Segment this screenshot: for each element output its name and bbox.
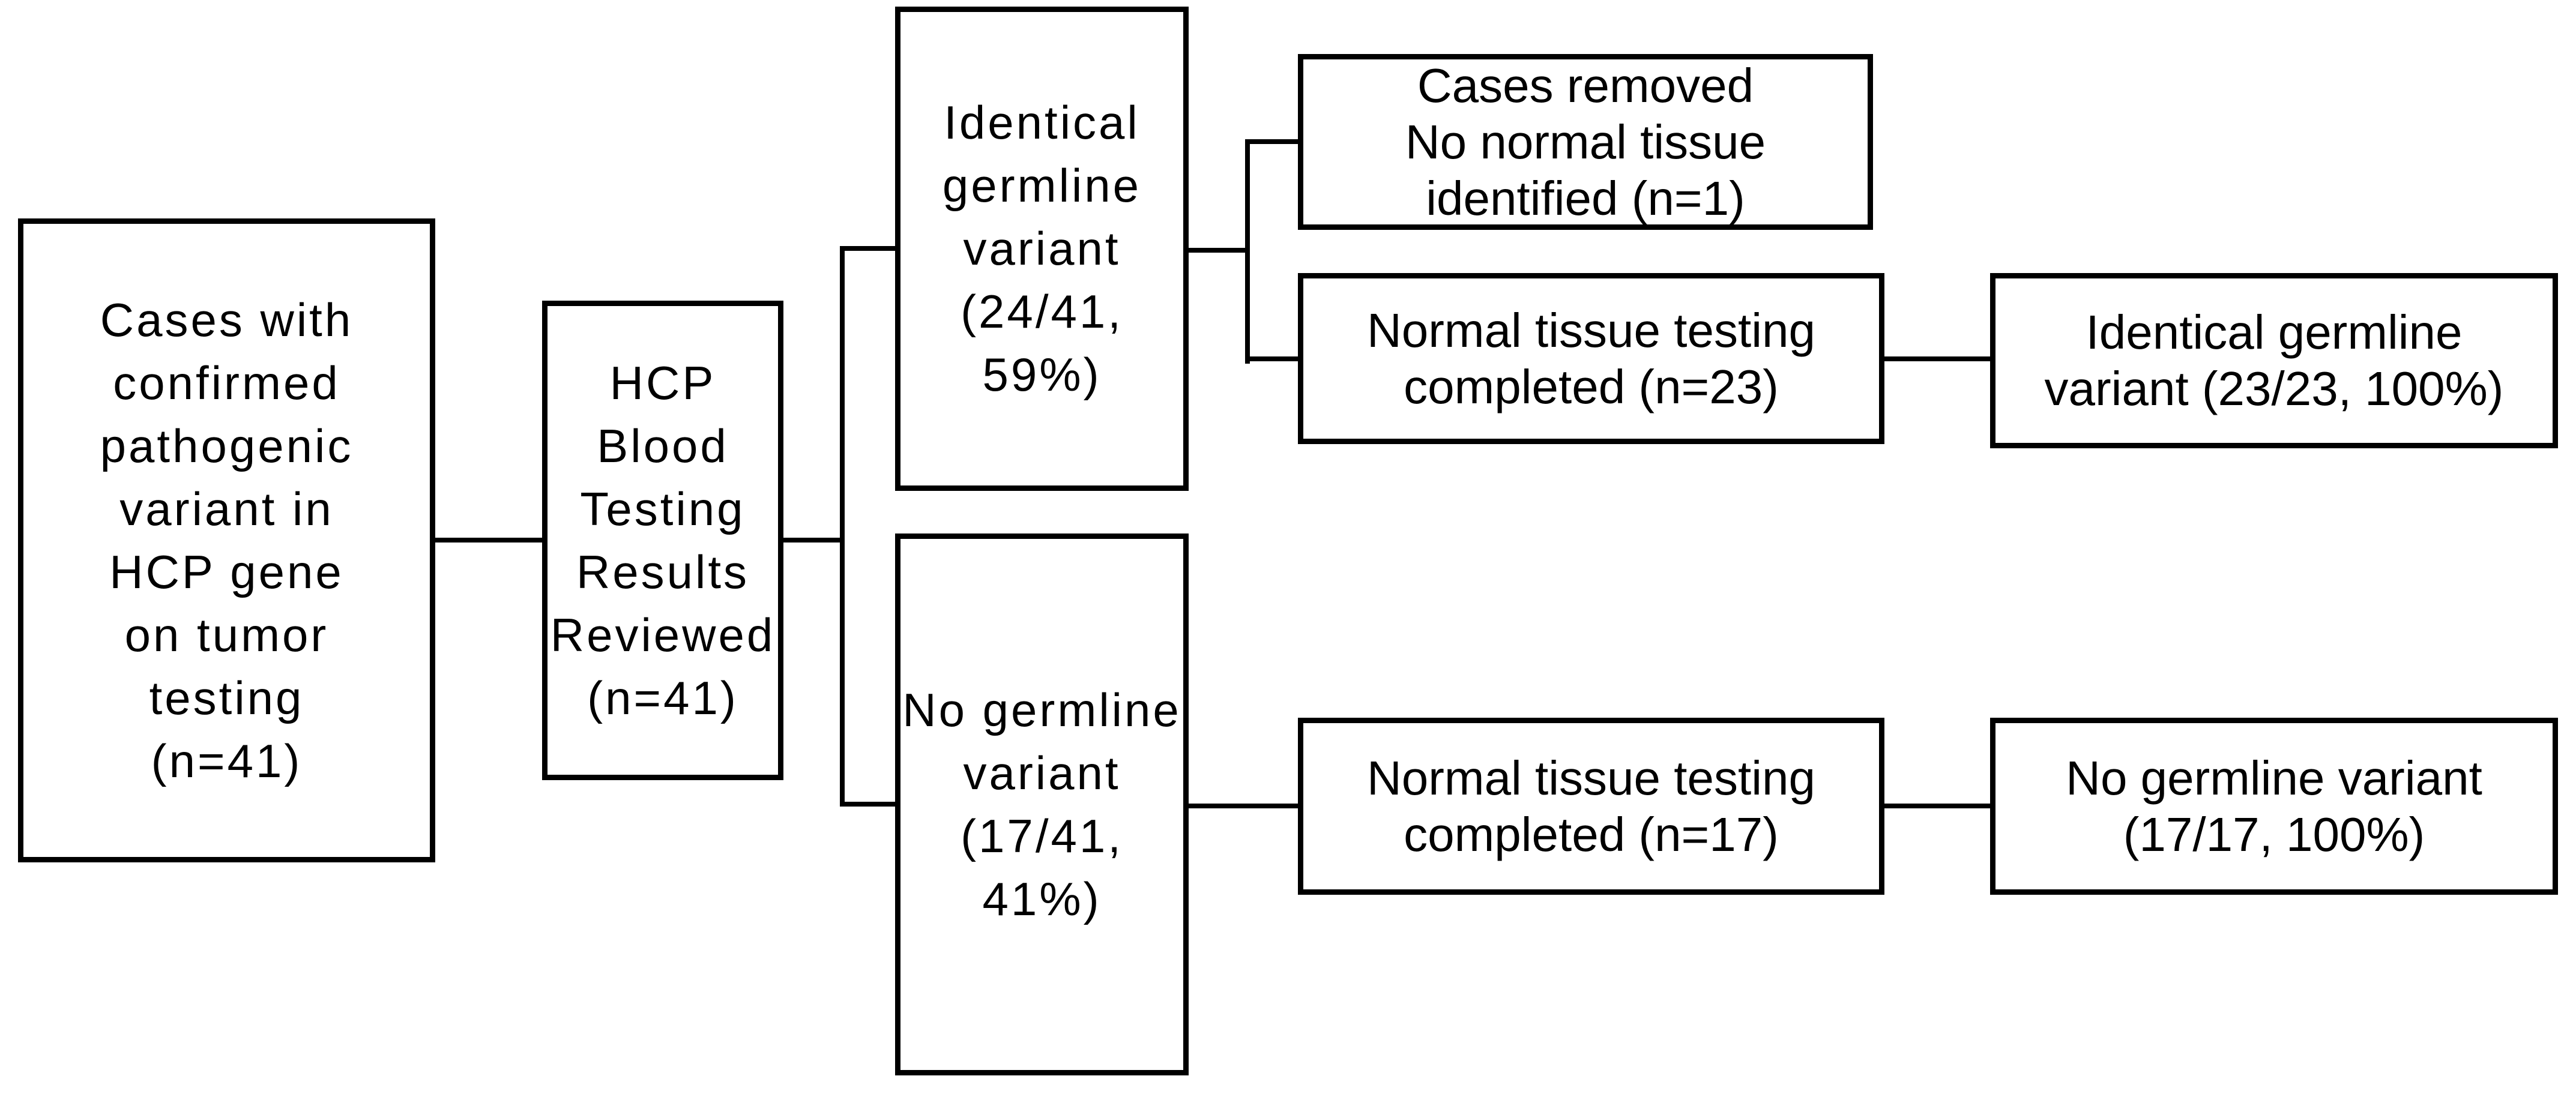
node-normal-tissue-testing-n17-label: Normal tissue testing completed (n=17) [1367, 751, 1815, 861]
node-identical-germline-confirmed-label: Identical germline variant (23/23, 100%) [2044, 305, 2504, 415]
edge-branch-to-cases-removed [1245, 139, 1303, 144]
node-no-germline-variant-label: No germline variant (17/41, 41%) [902, 683, 1181, 925]
node-hcp-blood-testing-reviewed: HCP Blood Testing Results Reviewed (n=41… [542, 301, 783, 780]
node-no-germline-confirmed-label: No germline variant (17/17, 100%) [2066, 751, 2482, 861]
edge-tissue-n23-to-identical-confirmed [1879, 356, 1993, 361]
node-cases-confirmed-tumor: Cases with confirmed pathogenic variant … [18, 218, 435, 862]
edge-branch-to-identical-variant [840, 246, 897, 251]
edge-identical-variant-to-branch [1185, 248, 1250, 253]
node-cases-confirmed-tumor-label: Cases with confirmed pathogenic variant … [100, 293, 354, 787]
edge-branch-to-tissue-testing-n23 [1245, 356, 1303, 361]
node-cases-removed: Cases removed No normal tissue identifie… [1298, 54, 1873, 230]
edge-branch-to-no-germline-variant [840, 802, 897, 807]
node-normal-tissue-testing-n17: Normal tissue testing completed (n=17) [1298, 718, 1884, 895]
edge-review-to-branch [780, 538, 845, 542]
node-no-germline-confirmed: No germline variant (17/17, 100%) [1990, 718, 2558, 895]
node-hcp-blood-testing-reviewed-label: HCP Blood Testing Results Reviewed (n=41… [550, 356, 776, 724]
edge-tissue-n17-to-no-germline-confirmed [1879, 804, 1993, 808]
node-cases-removed-label: Cases removed No normal tissue identifie… [1405, 58, 1766, 225]
node-identical-germline-variant-label: Identical germline variant (24/41, 59%) [942, 96, 1142, 401]
edge-cases-to-review [433, 538, 544, 542]
edge-no-germline-to-tissue-testing-n17 [1185, 804, 1300, 808]
node-identical-germline-variant: Identical germline variant (24/41, 59%) [895, 7, 1189, 491]
node-normal-tissue-testing-n23: Normal tissue testing completed (n=23) [1298, 273, 1884, 444]
node-no-germline-variant: No germline variant (17/41, 41%) [895, 533, 1189, 1075]
edge-branch-vertical-main [840, 246, 845, 807]
node-normal-tissue-testing-n23-label: Normal tissue testing completed (n=23) [1367, 303, 1815, 413]
node-identical-germline-confirmed: Identical germline variant (23/23, 100%) [1990, 273, 2558, 448]
edge-branch-vertical-upper [1245, 139, 1250, 364]
